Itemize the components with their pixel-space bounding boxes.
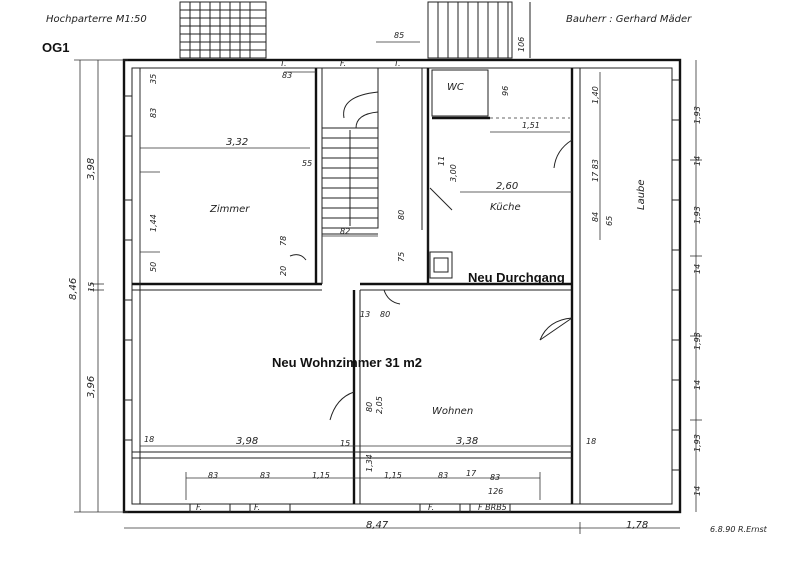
dim-floor-brb5: F BRB5: [478, 503, 507, 512]
kitchen-fixtures: [427, 117, 570, 279]
dim-left-396: 3,96: [86, 376, 97, 398]
dimension-lines: [74, 41, 702, 534]
dim-v-300: 3,00: [449, 164, 458, 182]
dim-b-83d: 83: [490, 473, 500, 482]
dim-b-17: 17: [466, 469, 477, 478]
dim-h-82: 82: [340, 227, 350, 236]
level-label: OG1: [42, 40, 69, 55]
dim-h-83: 83: [282, 71, 292, 80]
new-living-room-label: Neu Wohnzimmer 31 m2: [272, 355, 422, 370]
mark-f-3: F.: [254, 503, 260, 512]
dim-h-13: 13: [360, 310, 370, 319]
dim-h-18a: 18: [144, 435, 154, 444]
dim-v-96: 96: [501, 86, 510, 96]
dim-v-134: 1,34: [365, 454, 374, 472]
outer-walls: [122, 58, 682, 514]
outside-stairs-left: [179, 1, 267, 59]
mark-t-2: T.: [394, 59, 400, 68]
dim-right-193c: 1,93: [693, 332, 702, 350]
mark-f-2: F.: [196, 503, 202, 512]
room-zimmer: Zimmer: [209, 204, 250, 215]
dim-v-65: 65: [605, 216, 614, 226]
dim-b-115a: 1,15: [312, 471, 330, 480]
dim-h-260: 2,60: [496, 181, 518, 192]
dim-left-15: 15: [87, 282, 96, 292]
dim-v-20: 20: [279, 266, 288, 276]
dim-floor-847: 8,47: [366, 520, 389, 531]
dim-right-14d: 14: [693, 486, 702, 496]
dim-right-193d: 1,93: [693, 434, 702, 452]
dim-top-85: 85: [394, 31, 404, 40]
dim-right-193a: 1,93: [693, 106, 702, 124]
dim-v-83: 83: [149, 108, 158, 118]
dim-v-80: 80: [397, 210, 406, 220]
dim-left-846: 8,46: [68, 278, 79, 300]
dim-v-140: 1,40: [591, 86, 600, 104]
dim-h-15: 15: [340, 439, 350, 448]
dim-v-80b: 80: [365, 402, 374, 412]
client-name: Bauherr : Gerhard Mäder: [566, 14, 692, 25]
interior-walls: [132, 68, 581, 504]
dim-top-106: 106: [517, 37, 526, 52]
new-passage-label: Neu Durchgang: [468, 270, 565, 285]
dim-b-83c: 83: [438, 471, 448, 480]
dim-h-332: 3,32: [226, 137, 248, 148]
door-swings: [289, 139, 573, 421]
dim-v-50: 50: [149, 262, 158, 272]
dim-h-151: 1,51: [522, 121, 540, 130]
room-laube: Laube: [636, 179, 647, 210]
dim-v-144: 1,44: [149, 214, 158, 232]
outside-stairs-right: [427, 1, 513, 59]
dim-v-11: 11: [437, 156, 446, 166]
dim-h-398: 3,98: [236, 436, 258, 447]
interior-staircase: [321, 67, 379, 235]
windows: [123, 79, 681, 513]
room-kueche: Küche: [490, 202, 521, 213]
dim-right-14c: 14: [693, 380, 702, 390]
dim-b-83a: 83: [208, 471, 218, 480]
mark-t-1: T.: [280, 59, 286, 68]
dim-v-35: 35: [149, 74, 158, 84]
room-wc: WC: [447, 82, 464, 93]
dim-right-193b: 1,93: [693, 206, 702, 224]
dim-b-115b: 1,15: [384, 471, 402, 480]
dim-v-84: 84: [591, 212, 600, 222]
dim-v-205: 2,05: [375, 396, 384, 414]
dim-h-18b: 18: [586, 437, 596, 446]
dim-v-55: 55: [302, 159, 312, 168]
dim-b-126: 126: [488, 487, 503, 496]
dim-left-398: 3,98: [86, 158, 97, 180]
dimension-labels: 85 106 35 83 3,32 83 55 1,44 50 78 20 82…: [68, 31, 702, 531]
dim-b-83b: 83: [260, 471, 270, 480]
dim-right-14b: 14: [693, 264, 702, 274]
dim-floor-178: 1,78: [626, 520, 648, 531]
room-wohnen: Wohnen: [432, 406, 473, 417]
mark-f-1: F.: [340, 59, 346, 68]
dim-v-1783: 17 83: [591, 159, 600, 182]
mark-f-4: F.: [428, 503, 434, 512]
dim-v-75: 75: [397, 252, 406, 262]
dim-v-78: 78: [279, 236, 288, 246]
dim-right-14a: 14: [693, 156, 702, 166]
marks: T. T. F. F. F. F.: [196, 59, 434, 512]
dim-h-80: 80: [380, 310, 390, 319]
dim-h-338: 3,38: [456, 436, 478, 447]
date-author: 6.8.90 R.Ernst: [710, 525, 768, 534]
floor-title: Hochparterre M1:50: [46, 14, 147, 25]
